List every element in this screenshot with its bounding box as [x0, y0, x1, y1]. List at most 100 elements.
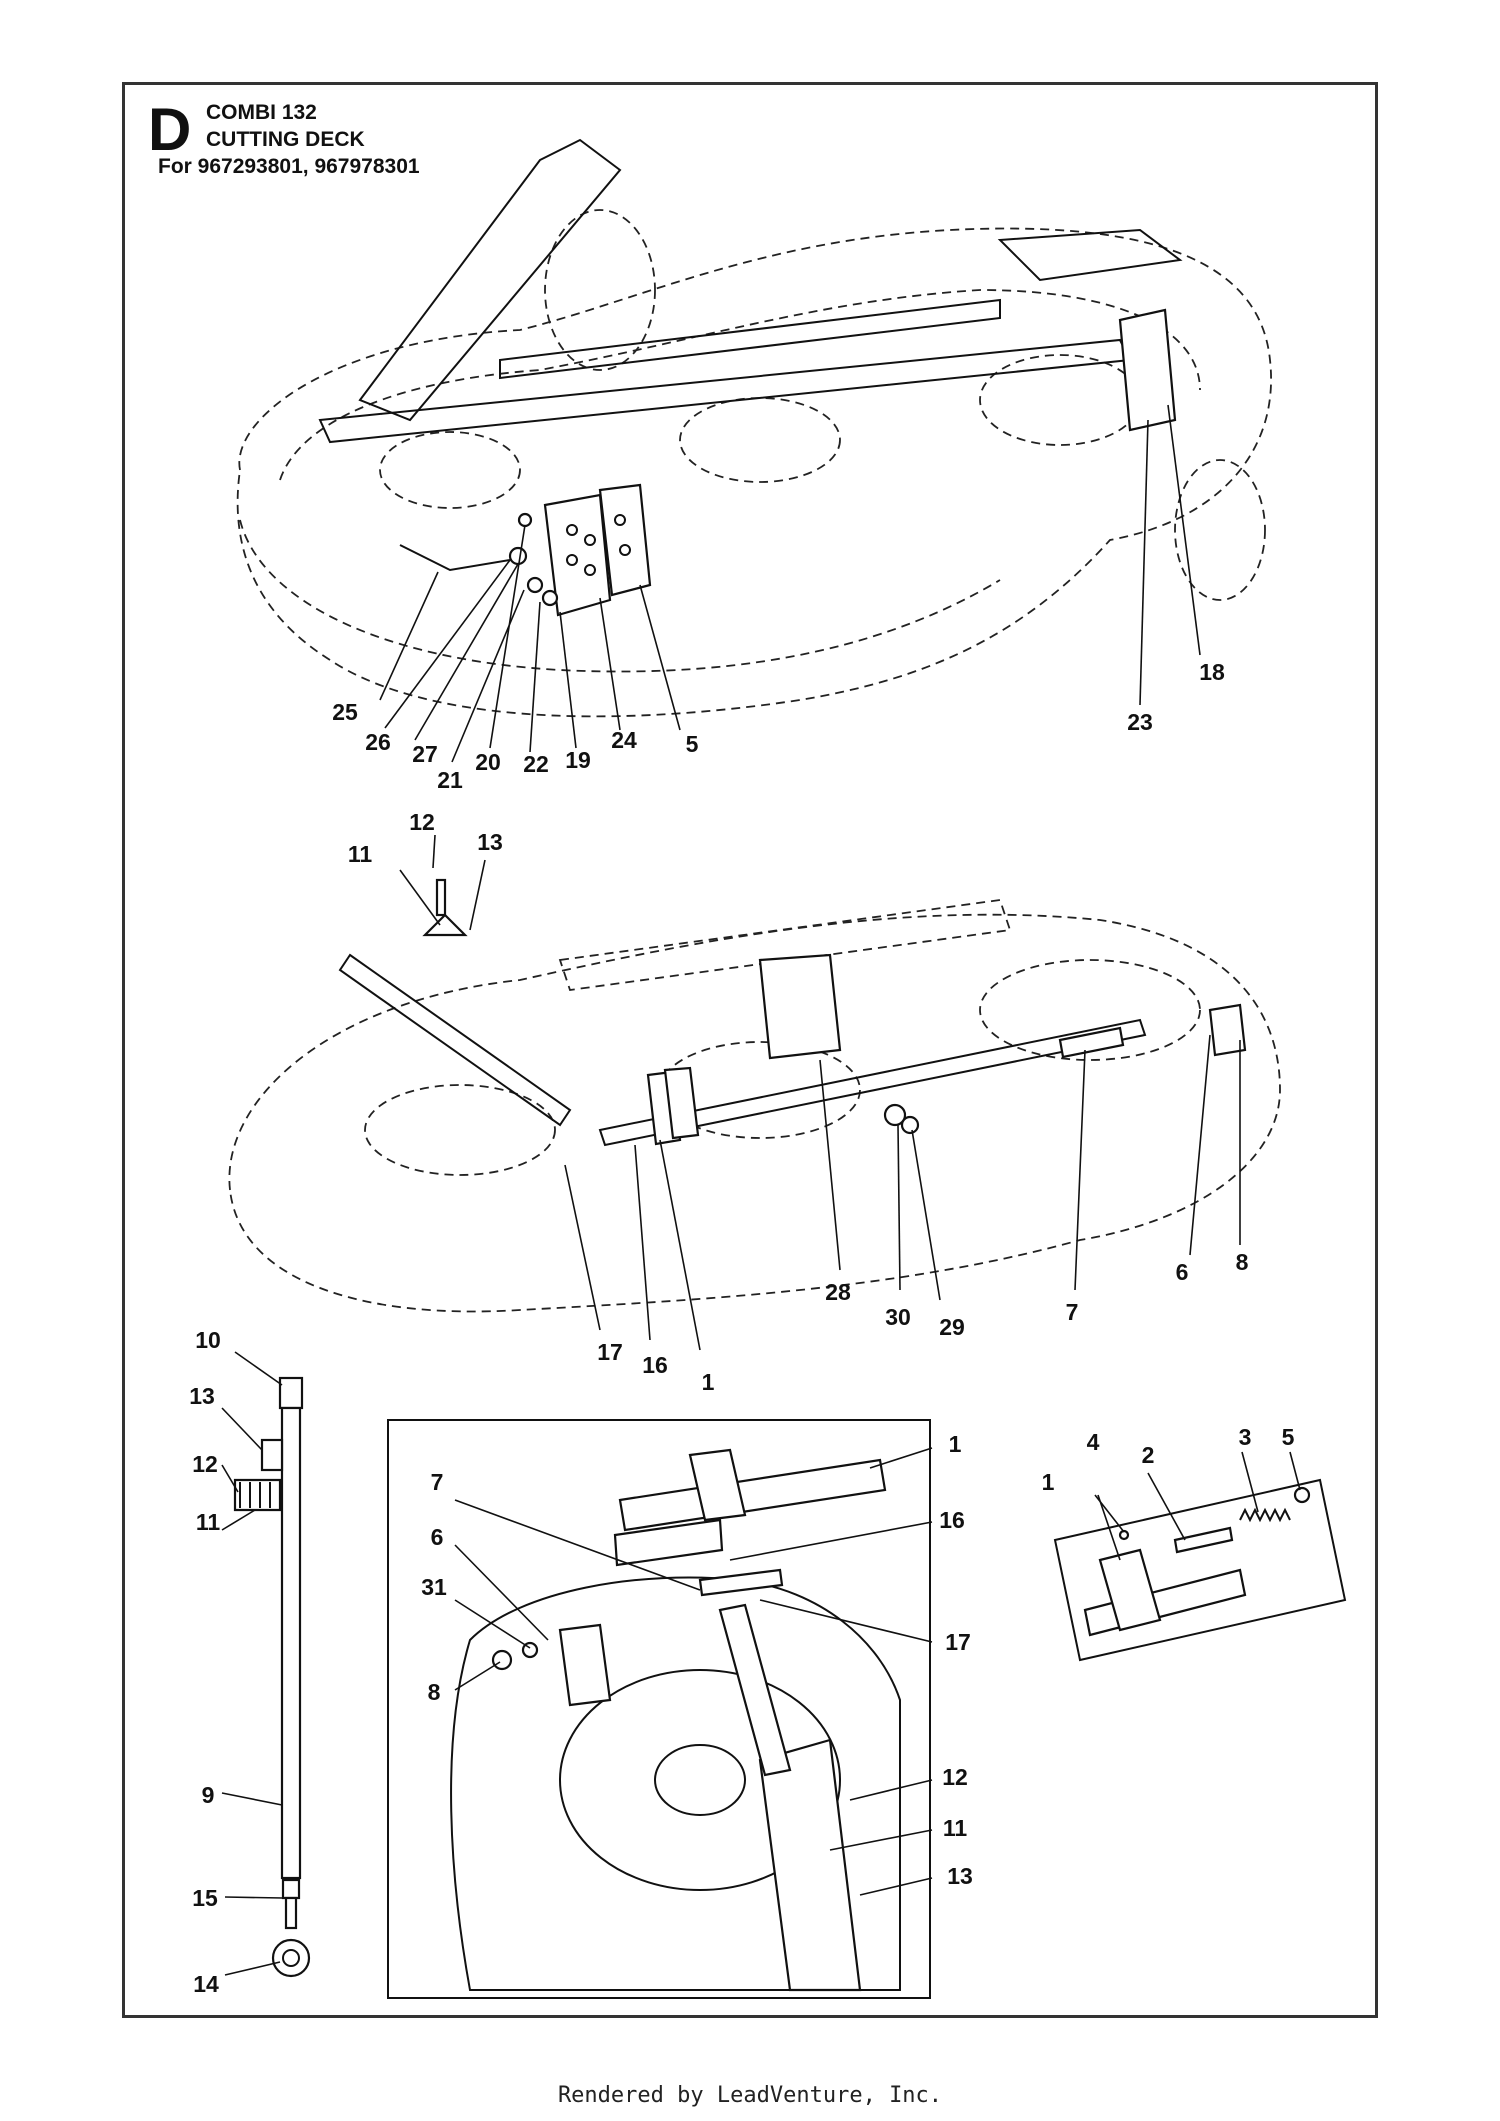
diagram-frame [122, 82, 1378, 2018]
inset-spring-rod [698, 1568, 784, 1597]
mid-spring [1058, 1026, 1125, 1059]
callout-middle-assembly-16: 16 [642, 1352, 668, 1378]
mid-right-spindle [979, 959, 1201, 1061]
middle-leaders [399, 834, 1241, 1351]
inset-link-bracket [688, 1448, 747, 1522]
rod-end-ball-joint [271, 1938, 311, 1978]
small-inset-pin [1173, 1526, 1234, 1554]
small-inset-spring [1239, 1507, 1291, 1523]
rod-spring [233, 1478, 282, 1512]
applicability-note: For 967293801, 967978301 [158, 155, 420, 178]
callout-left-rod-14: 14 [193, 1971, 219, 1997]
rod-top-cap [278, 1376, 304, 1410]
top-deck-skirt [239, 519, 1001, 673]
footer-credit: Rendered by LeadVenture, Inc. [557, 2083, 943, 2108]
mid-lift-shaft [598, 1018, 1147, 1147]
mid-end-bracket [1208, 1003, 1247, 1057]
inset-deck-housing [450, 1576, 901, 1991]
top-deck-assembly [236, 138, 1272, 718]
top-lift-arm [358, 138, 622, 422]
model-name: COMBI 132 [206, 101, 317, 124]
mid-rear-tube [558, 899, 1012, 991]
top-deck-outline [236, 227, 1272, 718]
callout-top-assembly-24: 24 [611, 727, 637, 753]
top-rear-wheel [544, 209, 656, 371]
mid-front-rod [338, 953, 572, 1127]
callout-middle-assembly-17: 17 [597, 1339, 623, 1365]
callout-left-rod-13: 13 [189, 1383, 215, 1409]
rod-tube [280, 1406, 302, 1880]
callout-left-rod-12: 12 [192, 1451, 218, 1477]
mid-pivot-bracket [758, 953, 842, 1060]
callout-middle-assembly-29: 29 [939, 1314, 965, 1340]
callout-top-assembly-26: 26 [365, 729, 391, 755]
callout-small-inset-4: 4 [1087, 1429, 1100, 1455]
callout-detail-inset-16: 16 [939, 1507, 965, 1533]
callout-middle-assembly-28: 28 [825, 1279, 851, 1305]
callout-detail-inset-1: 1 [949, 1431, 962, 1457]
middle-deck-assembly [228, 878, 1281, 1313]
small-inset-leaders [1094, 1451, 1301, 1561]
callout-top-assembly-27: 27 [412, 741, 438, 767]
mid-deck-outline [228, 913, 1281, 1313]
callout-detail-inset-11: 11 [943, 1815, 968, 1841]
detail-inset [387, 1419, 931, 1999]
top-cross-tube [499, 298, 1001, 380]
mid-left-spindle [364, 1084, 556, 1176]
top-main-tube [318, 338, 1132, 444]
rod-threaded-end [284, 1896, 298, 1930]
callout-middle-assembly-1: 1 [702, 1369, 715, 1395]
small-inset-bracket [1098, 1548, 1162, 1632]
callout-detail-inset-31: 31 [421, 1574, 447, 1600]
callout-top-assembly-21: 21 [437, 767, 463, 793]
top-left-spindle [379, 431, 521, 509]
callout-detail-inset-8: 8 [428, 1679, 441, 1705]
callout-small-inset-1: 1 [1042, 1469, 1055, 1495]
callout-middle-assembly-11: 11 [348, 841, 373, 867]
inset-angle-bracket [758, 1738, 862, 1992]
mid-grommet [422, 913, 468, 937]
callout-left-rod-9: 9 [202, 1782, 215, 1808]
top-rear-bracket [1118, 308, 1177, 432]
callout-detail-inset-13: 13 [947, 1863, 973, 1889]
callout-top-assembly-19: 19 [565, 747, 591, 773]
callout-left-rod-11: 11 [196, 1509, 221, 1535]
top-hitch-plate-left [543, 493, 612, 617]
inset-upper-shaft [618, 1458, 887, 1532]
inset-lower-tube [613, 1518, 724, 1567]
callout-detail-inset-7: 7 [431, 1469, 444, 1495]
callout-top-assembly-20: 20 [475, 749, 501, 775]
left-rod-leaders [221, 1351, 284, 1976]
top-right-spindle [979, 354, 1141, 446]
small-inset [1053, 1478, 1347, 1662]
inset-rod [718, 1603, 792, 1777]
mid-center-spindle [659, 1041, 861, 1139]
top-hitch-pin [399, 544, 511, 572]
callout-top-assembly-22: 22 [523, 751, 549, 777]
top-deck-inner [279, 289, 1201, 481]
section-letter: D [148, 96, 192, 163]
callout-middle-assembly-8: 8 [1236, 1249, 1249, 1275]
inset-spindle-dish [559, 1669, 841, 1891]
detail-leaders [454, 1447, 933, 1896]
callout-left-rod-15: 15 [192, 1885, 218, 1911]
rod-bracket [260, 1438, 284, 1472]
callout-middle-assembly-12: 12 [409, 809, 435, 835]
section-title: CUTTING DECK [206, 128, 365, 151]
top-leaders [379, 404, 1201, 763]
callout-top-assembly-25: 25 [332, 699, 358, 725]
callout-detail-inset-6: 6 [431, 1524, 444, 1550]
mid-link-plate-2 [663, 1066, 700, 1140]
callout-left-rod-10: 10 [195, 1327, 221, 1353]
top-front-wheel [1174, 459, 1266, 601]
left-rod-assembly [233, 1376, 311, 1978]
callout-detail-inset-12: 12 [942, 1764, 968, 1790]
callout-middle-assembly-13: 13 [477, 829, 503, 855]
top-hitch-plate-right [598, 483, 652, 597]
callout-small-inset-5: 5 [1282, 1424, 1295, 1450]
rod-jam-nut [281, 1878, 301, 1900]
callout-top-assembly-23: 23 [1127, 709, 1153, 735]
callout-small-inset-3: 3 [1239, 1424, 1252, 1450]
